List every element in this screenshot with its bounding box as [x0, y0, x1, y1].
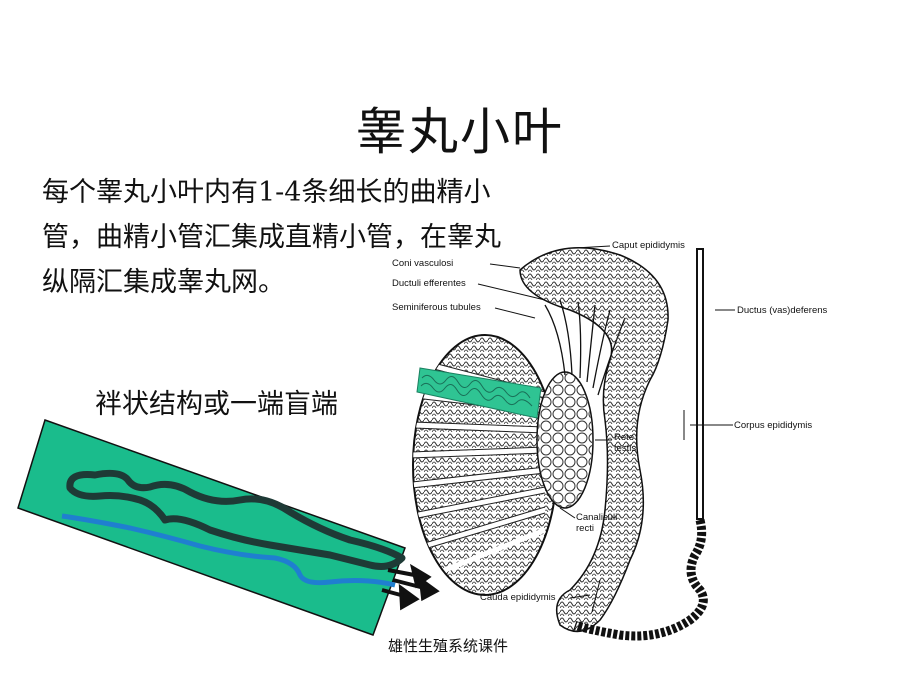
body-paragraph: 每个睾丸小叶内有1-4条细长的曲精小 管，曲精小管汇集成直精小管，在睾丸 纵隔汇… [42, 170, 582, 305]
testis-body [412, 334, 558, 596]
label-testis-line: testis [614, 443, 637, 454]
label-canaliculi-recti: Canaliculi recti [576, 512, 617, 534]
blind-end-tubule-path [61, 513, 396, 588]
paragraph-line: 管，曲精小管汇集成直精小管，在睾丸 [42, 222, 501, 253]
label-corpus-epididymis: Corpus epididymis [734, 420, 813, 431]
rete-testis [536, 371, 594, 509]
paragraph-line: 纵隔汇集成睾丸网。 [42, 267, 285, 298]
label-coni-vasculosi: Coni vasculosi [392, 258, 454, 269]
convoluted-tubule-path [66, 469, 406, 570]
magnified-tubule [17, 419, 440, 636]
label-cauda-epididymis: Cauda epididymis [480, 592, 556, 603]
label-caput-epididymis: Caput epididymis [612, 240, 685, 251]
label-canaliculi-line: Canaliculi [576, 512, 618, 523]
arrows [381, 563, 440, 611]
highlighted-lobule [416, 367, 542, 419]
ductus-deferens [573, 248, 708, 641]
slide-footer: 雄性生殖系统课件 [388, 637, 509, 655]
slide-title: 睾丸小叶 [356, 103, 564, 161]
paragraph-line: 每个睾丸小叶内有1-4条细长的曲精小 [42, 177, 491, 208]
label-rete-testis: Rete testis [614, 432, 636, 454]
label-recti-line: recti [576, 523, 594, 534]
label-ductus-deferens: Ductus (vas)deferens [737, 305, 828, 316]
label-seminiferous-tubules: Seminiferous tubules [392, 302, 481, 313]
leader-lines [477, 245, 735, 613]
label-rete-line: Rete [614, 432, 635, 443]
label-ductuli-efferentes: Ductuli efferentes [392, 278, 466, 289]
loop-caption: 袢状结构或一端盲端 [95, 389, 338, 420]
